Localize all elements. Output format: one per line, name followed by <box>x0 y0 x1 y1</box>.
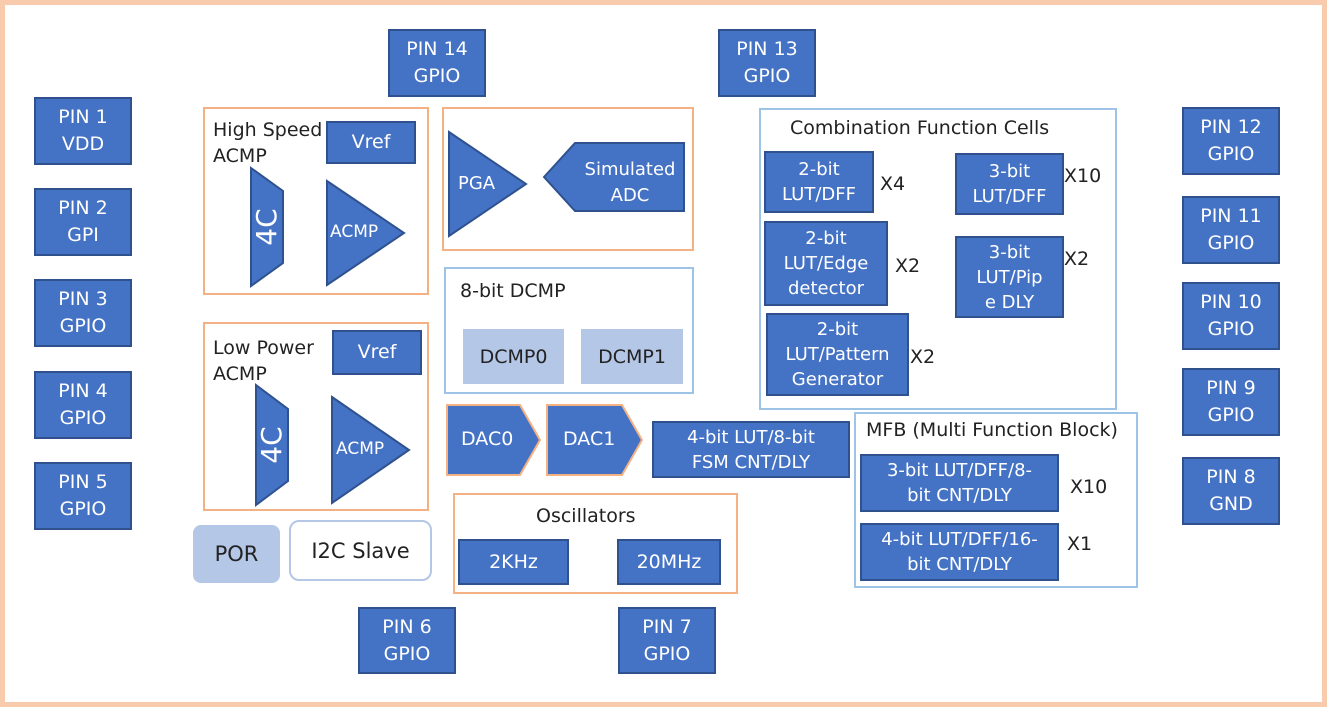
mfb-item2-mult: X1 <box>1067 533 1093 555</box>
lut2-dff-mult: X4 <box>880 173 906 195</box>
dcmp-title: 8-bit DCMP <box>460 280 566 302</box>
pin-6: PIN 6 GPIO <box>358 607 456 674</box>
hs-acmp-label: ACMP <box>330 222 379 242</box>
adc-label: Simulated ADC <box>584 159 676 206</box>
i2c-slave-block: I2C Slave <box>289 520 432 581</box>
lp-acmp-triangle <box>331 395 411 505</box>
dac1-label: DAC1 <box>563 428 616 450</box>
pin-3: PIN 3 GPIO <box>34 279 132 347</box>
lut3-pipe-block: 3-bit LUT/Pip e DLY <box>955 236 1064 318</box>
lp-mux-label: 4C <box>255 426 288 464</box>
high-speed-acmp-title: High Speed ACMP <box>213 119 323 167</box>
lut2-edge-mult: X2 <box>895 255 921 277</box>
oscillators-group <box>453 493 738 594</box>
lut3-dff-block: 3-bit LUT/DFF <box>955 153 1064 215</box>
lut2-dff-block: 2-bit LUT/DFF <box>764 151 874 213</box>
adc-group <box>442 107 694 251</box>
lp-mux-shape <box>255 383 289 507</box>
pin-4: PIN 4 GPIO <box>34 371 132 439</box>
hs-mux-shape <box>250 166 284 288</box>
lut2-edge-block: 2-bit LUT/Edge detector <box>764 221 888 306</box>
pin-13: PIN 13 GPIO <box>718 29 816 97</box>
dac1-shape <box>546 404 644 476</box>
osc-20mhz: 20MHz <box>617 539 721 585</box>
lp-acmp-label: ACMP <box>336 439 385 459</box>
dac0-shape <box>446 404 542 476</box>
pin-5: PIN 5 GPIO <box>34 462 132 530</box>
mfb-item2-block: 4-bit LUT/DFF/16- bit CNT/DLY <box>860 523 1059 581</box>
pga-triangle <box>448 130 528 238</box>
lut2-pattern-mult: X2 <box>910 346 936 368</box>
mfb-group <box>854 412 1138 588</box>
adc-shape <box>542 142 685 212</box>
pin-9: PIN 9 GPIO <box>1182 368 1280 436</box>
lut3-dff-mult: X10 <box>1064 165 1102 187</box>
fsm-block: 4-bit LUT/8-bit FSM CNT/DLY <box>652 421 850 478</box>
mfb-title: MFB (Multi Function Block) <box>866 419 1118 441</box>
lp-vref: Vref <box>332 330 422 375</box>
pin-14: PIN 14 GPIO <box>388 29 486 97</box>
dcmp-group <box>444 267 694 394</box>
pin-11: PIN 11 GPIO <box>1182 196 1280 264</box>
hs-vref: Vref <box>326 121 416 164</box>
pin-12: PIN 12 GPIO <box>1182 107 1280 175</box>
pin-2: PIN 2 GPI <box>34 188 132 256</box>
dcmp0-block: DCMP0 <box>463 329 564 384</box>
dac0-label: DAC0 <box>461 428 514 450</box>
hs-acmp-triangle <box>326 179 406 287</box>
oscillators-title: Oscillators <box>536 505 636 527</box>
hs-mux-label: 4C <box>250 208 283 246</box>
pga-label: PGA <box>458 173 496 194</box>
mfb-item1-mult: X10 <box>1070 476 1108 498</box>
osc-2khz: 2KHz <box>458 539 569 585</box>
pin-8: PIN 8 GND <box>1182 457 1280 525</box>
lut3-pipe-mult: X2 <box>1064 248 1090 270</box>
pin-10: PIN 10 GPIO <box>1182 282 1280 350</box>
dcmp1-block: DCMP1 <box>581 329 683 384</box>
pin-1: PIN 1 VDD <box>34 97 132 165</box>
cfc-group <box>759 108 1117 410</box>
mfb-item1-block: 3-bit LUT/DFF/8- bit CNT/DLY <box>860 454 1059 512</box>
por-block: POR <box>193 525 280 583</box>
low-power-acmp-group <box>203 322 429 511</box>
high-speed-acmp-group <box>203 107 429 295</box>
lut2-pattern-block: 2-bit LUT/Pattern Generator <box>766 313 909 396</box>
pin-7: PIN 7 GPIO <box>618 607 716 674</box>
low-power-acmp-title: Low Power ACMP <box>213 337 314 385</box>
cfc-title: Combination Function Cells <box>790 117 1050 139</box>
